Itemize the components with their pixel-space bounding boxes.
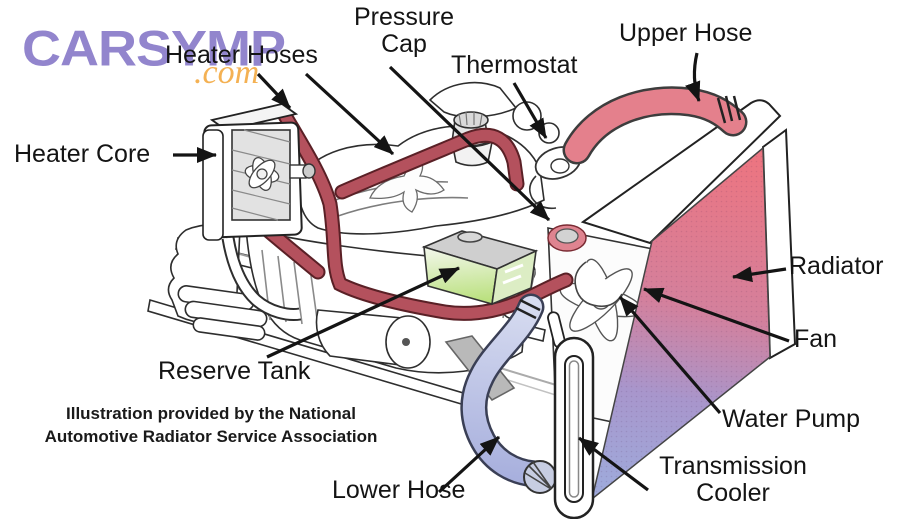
heater-core [202,103,316,321]
lower-hose [460,293,557,494]
leader-thermostat [512,82,548,139]
leader-reserve-tank [266,266,460,359]
leader-heater-hoses-2 [304,72,395,156]
attribution-text: Illustration provided by the National Au… [28,402,394,448]
label-transmission-cooler-line1: Transmission [659,452,807,480]
attribution-line1: Illustration provided by the National [66,404,356,423]
label-pressure-cap: Pressure Cap [338,4,470,58]
pressure-cap [547,224,587,252]
upper-hose [562,86,748,165]
label-radiator: Radiator [789,252,884,280]
label-water-pump: Water Pump [722,405,861,433]
transmission-cooler [547,311,595,519]
label-upper-hose: Upper Hose [619,19,753,47]
leader-lower-hose [437,435,501,494]
label-transmission-cooler-line2: Cooler [696,479,770,507]
reserve-tank [421,230,539,306]
leader-upper-hose [685,52,701,102]
leader-water-pump [618,295,722,415]
label-transmission-cooler: Transmission Cooler [640,453,826,507]
leader-radiator [732,266,787,283]
label-lower-hose: Lower Hose [332,476,466,504]
leader-pressure-cap [388,65,551,222]
label-heater-core: Heater Core [14,140,151,168]
leader-fan [643,287,790,343]
leader-heater-hoses-1 [256,72,292,110]
watermark-logo: CARSYMP .com [22,22,322,92]
leader-transmission-cooler [578,436,649,492]
label-heater-hoses: Heater Hoses [165,41,318,69]
logo-brand-text: CARSYMP [22,21,286,77]
logo-tld-text: .com [194,54,260,91]
attribution-line2: Automotive Radiator Service Association [44,427,378,446]
label-fan: Fan [794,325,838,353]
label-pressure-cap-line1: Pressure [353,3,455,31]
leader-lines [173,52,790,494]
label-thermostat: Thermostat [451,51,578,79]
label-reserve-tank: Reserve Tank [158,357,311,385]
water-pump [574,261,623,308]
label-pressure-cap-line2: Cap [381,30,427,58]
